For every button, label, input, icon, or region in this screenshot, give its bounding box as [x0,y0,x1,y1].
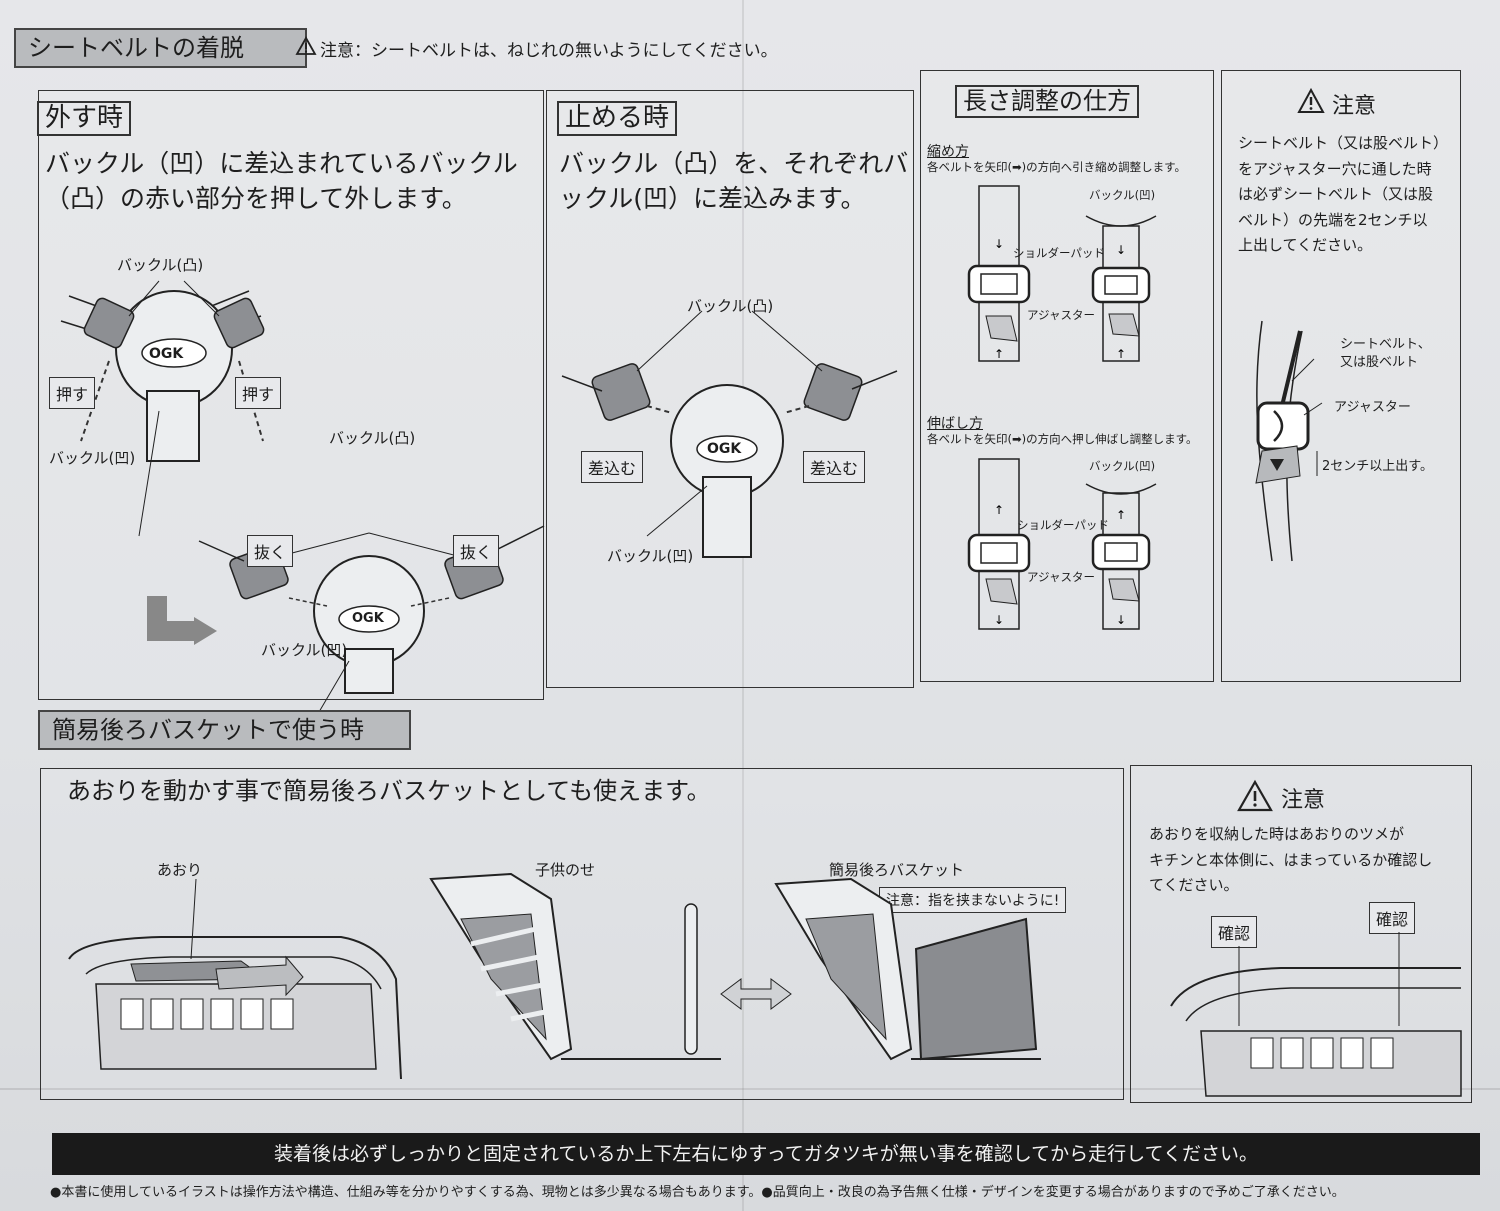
remove-panel: 外す時 バックル（凹）に差込まれているバックル （凸）の赤い部分を押して外します… [37,90,545,730]
fasten-panel: 止める時 バックル（凸）を、それぞれバ ックル(凹）に差込みます。 バックル(凸… [546,90,914,688]
caution-title-2: 注意 [1281,788,1326,813]
tighten-shoulder-pad-label: ショルダーパッド [1013,246,1105,260]
fasten-buckle-male-label: バックル(凸) [687,297,774,315]
paper-fold-vertical [742,0,744,1211]
remove-buckle-female-label: バックル(凹) [49,449,136,467]
pull-label-left: 抜く [247,535,294,567]
svg-text:↑: ↑ [1116,508,1126,522]
svg-text:↓: ↓ [994,613,1004,627]
extend-shoulder-pad-label: ショルダーパッド [1017,518,1109,532]
two-cm-label: 2センチ以上出す。 [1322,459,1433,474]
svg-text:↓: ↓ [1116,613,1126,627]
belt-label-1: シートベルト、 [1340,337,1431,352]
remove-text-2: （凸）の赤い部分を押して外します。 [45,184,467,213]
child-seat-label: 子供のせ [535,861,596,879]
tighten-buckle-label: バックル(凹) [1089,188,1156,202]
simple-basket-label: 簡易後ろバスケット [829,861,965,879]
check-label-right: 確認 [1369,902,1416,934]
caution-icon-2 [1237,779,1273,812]
length-panel: 長さ調整の仕方 縮め方 各ベルトを矢印(➡)の方向へ引き縮め調整します。 ↓ ↓… [920,70,1214,682]
tighten-adjuster-label: アジャスター [1027,308,1095,322]
ogk-logo-2: OGK [352,611,384,626]
basket-panel: あおりを動かす事で簡易後ろバスケットとしても使えます。 あおり 子供のせ 簡易後… [40,768,1124,1100]
length-title: 長さ調整の仕方 [955,85,1139,119]
fasten-text-2: ックル(凹）に差込みます。 [559,184,866,213]
svg-text:↑: ↑ [1116,347,1126,361]
remove-buckle-male-label-2: バックル(凸) [329,429,416,447]
ogk-logo: OGK [149,346,184,362]
fasten-tag: 止める時 [557,101,678,137]
seatbelt-section-title: シートベルトの着脱 [14,28,307,68]
caution-title-1: 注意 [1332,94,1377,119]
check-label-left: 確認 [1211,916,1258,948]
caution-panel-1: 注意 シートベルト（又は股ベルト） をアジャスター穴に通した時 は必ずシートベル… [1221,70,1461,682]
tighten-title: 縮め方 [927,144,969,160]
remove-text-1: バックル（凹）に差込まれているバックル [45,149,518,178]
extend-title: 伸ばし方 [927,416,983,432]
tighten-illustration: ↓ ↓ ↑ ↑ [967,185,1157,362]
aori-label: あおり [157,861,203,879]
remove-buckle-female-label-2: バックル(凹) [261,641,348,659]
footnote: ●本書に使用しているイラストは操作方法や構造、仕組み等を分かりやすくする為、現物… [50,1185,1345,1200]
belt-label-2: 又は股ベルト [1340,355,1419,370]
svg-text:↑: ↑ [994,503,1004,517]
caution-icon [1297,87,1325,113]
fasten-buckle-female-label: バックル(凹) [607,547,694,565]
basket-section-title: 簡易後ろバスケットで使う時 [38,710,411,750]
push-label-right: 押す [235,377,282,409]
fasten-illustration [561,310,898,558]
pull-label-right: 抜く [453,535,500,567]
insert-label-right: 差込む [803,451,866,483]
caution-adjuster-label: アジャスター [1334,400,1411,415]
extend-adjuster-label: アジャスター [1027,570,1095,584]
remove-buckle-male-label: バックル(凸) [117,256,204,274]
paper-fold-horizontal [0,1088,1500,1090]
belt-adjuster-illustration [1255,320,1323,562]
seatbelt-warning: 注意：シートベルトは、ねじれの無いようにしてください。 [320,41,778,61]
remove-tag: 外す時 [37,101,132,137]
remove-illustration [60,280,545,730]
basket-lead: あおりを動かす事で簡易後ろバスケットとしても使えます。 [67,777,711,805]
svg-text:↓: ↓ [1116,243,1126,257]
caution-text-2: あおりを収納した時はあおりのツメが キチンと本体側に、はまっているか確認し てく… [1149,825,1433,894]
svg-text:↓: ↓ [994,237,1004,251]
basket-illustrations [68,872,1041,1080]
svg-text:↑: ↑ [994,347,1004,361]
extend-illustration: ↑ ↑ ↓ ↓ [967,458,1157,630]
push-label-left: 押す [49,377,96,409]
extend-desc: 各ベルトを矢印(➡)の方向へ押し伸ばし調整します。 [927,432,1198,446]
insert-label-left: 差込む [581,451,644,483]
fasten-text-1: バックル（凸）を、それぞれバ [559,149,909,178]
caution-text-1: シートベルト（又は股ベルト） をアジャスター穴に通した時 は必ずシートベルト（又… [1238,134,1449,254]
tighten-desc: 各ベルトを矢印(➡)の方向へ引き縮め調整します。 [927,160,1186,174]
caution-panel-2: 注意 あおりを収納した時はあおりのツメが キチンと本体側に、はまっているか確認し… [1130,765,1472,1103]
warning-icon [295,36,317,55]
basket-closeup-illustration [1170,932,1462,1097]
footer-warning-bar: 装着後は必ずしっかりと固定されているか上下左右にゆすってガタツキが無い事を確認し… [52,1133,1480,1175]
finger-warning: 注意：指を挟まないように! [879,887,1067,913]
ogk-logo-fasten: OGK [707,441,742,457]
extend-buckle-label: バックル(凹) [1089,459,1156,473]
